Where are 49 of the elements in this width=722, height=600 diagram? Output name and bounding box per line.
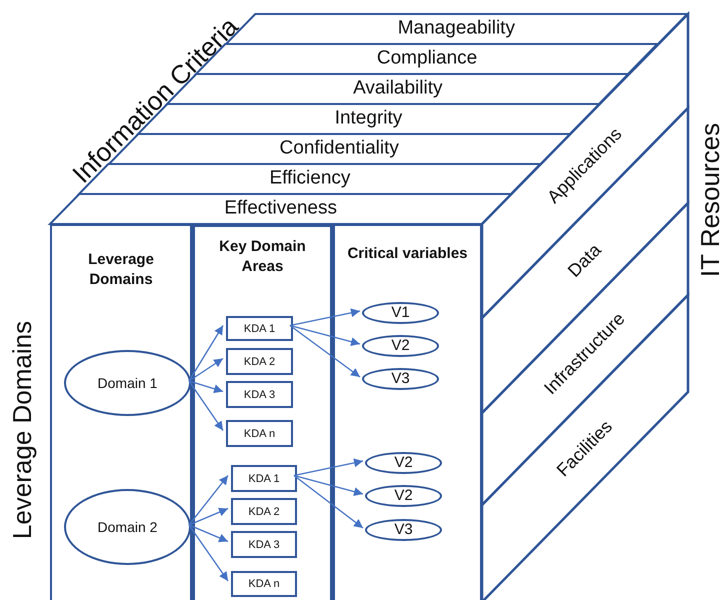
band-label: Availability (353, 78, 442, 100)
arrow (294, 474, 364, 496)
ellipse-node: Domain 1 (64, 350, 191, 416)
column-heading: Leverage Domains (87, 250, 155, 289)
column-panel (50, 224, 192, 600)
kda-box: KDA 3 (226, 381, 293, 408)
arrow (188, 325, 224, 382)
kda-box: KDA 2 (226, 348, 293, 375)
arrow (188, 380, 224, 394)
kda-box: KDA 1 (231, 465, 297, 492)
ellipse-node: Domain 2 (64, 489, 191, 565)
band-label: Manageability (398, 18, 515, 40)
arrow (188, 358, 224, 382)
band-label: Integrity (334, 108, 402, 130)
kda-box: KDA n (226, 420, 293, 447)
axis-title: Leverage Domains (9, 320, 35, 540)
ellipse-node: V3 (365, 519, 442, 541)
ellipse-node: V2 (365, 485, 442, 507)
arrow (188, 475, 229, 526)
arrow (188, 380, 224, 431)
arrow (290, 324, 360, 378)
band-label: Efficiency (269, 168, 350, 190)
arrow (188, 524, 229, 582)
arrow (294, 474, 364, 529)
arrow (188, 508, 228, 526)
arrow (290, 308, 360, 326)
band-label: Effectiveness (224, 198, 337, 220)
band-label: Compliance (376, 48, 478, 70)
kda-box: KDA 3 (231, 531, 297, 558)
column-heading: Critical variables (346, 244, 469, 264)
arrow (290, 324, 360, 346)
column-panel (333, 224, 482, 600)
arrow (188, 524, 228, 542)
kda-box: KDA n (231, 571, 297, 597)
band-label: Confidentiality (280, 138, 399, 160)
resource-band (482, 203, 688, 505)
criteria-band (50, 194, 512, 224)
arrow (294, 458, 364, 476)
column-panel (192, 224, 333, 600)
axis-title: IT Resources (697, 122, 722, 278)
resource-band (482, 108, 688, 413)
ellipse-node: V1 (362, 302, 439, 324)
ellipse-node: V2 (365, 452, 442, 474)
column-heading: Key Domain Areas (218, 237, 307, 276)
kda-box: KDA 1 (226, 316, 293, 341)
kda-box: KDA 2 (231, 498, 297, 525)
resource-band (482, 295, 688, 600)
ellipse-node: V2 (362, 335, 439, 357)
ellipse-node: V3 (362, 368, 439, 390)
